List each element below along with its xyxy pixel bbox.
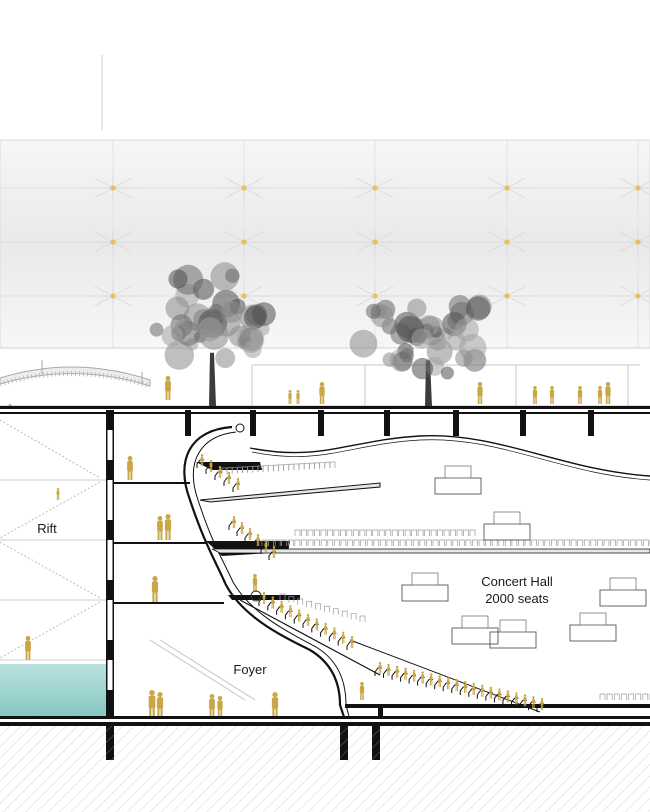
person-figure-icon bbox=[472, 683, 475, 695]
stage-platform-icon bbox=[484, 512, 530, 540]
person-figure-icon bbox=[296, 390, 299, 404]
person-figure-icon bbox=[598, 386, 602, 404]
person-figure-icon bbox=[237, 478, 240, 490]
stage-platform-icon bbox=[452, 616, 498, 644]
person-figure-icon bbox=[447, 677, 450, 689]
stage-platform-icon bbox=[435, 466, 481, 494]
person-figure-icon bbox=[481, 685, 484, 697]
rift-atrium bbox=[0, 414, 106, 720]
seat-row-icon bbox=[600, 694, 650, 700]
person-figure-icon bbox=[228, 472, 231, 484]
person-figure-icon bbox=[271, 596, 274, 608]
person-figure-icon bbox=[233, 516, 236, 528]
person-figure-icon bbox=[272, 692, 278, 718]
person-figure-icon bbox=[477, 382, 482, 404]
person-figure-icon bbox=[541, 698, 544, 710]
tree-icon bbox=[350, 295, 492, 407]
person-figure-icon bbox=[379, 662, 382, 674]
person-figure-icon bbox=[533, 386, 537, 404]
person-figure-icon bbox=[506, 690, 509, 702]
canopy-node-icon bbox=[87, 282, 139, 310]
person-figure-icon bbox=[165, 376, 171, 400]
person-figure-icon bbox=[351, 636, 354, 648]
person-figure-icon bbox=[578, 386, 582, 404]
stage-platform-icon bbox=[402, 573, 448, 601]
person-figure-icon bbox=[127, 456, 133, 480]
person-figure-icon bbox=[219, 466, 222, 478]
seat-row-icon bbox=[295, 530, 475, 536]
person-figure-icon bbox=[249, 528, 252, 540]
person-figure-icon bbox=[421, 671, 424, 683]
canopy-node-icon bbox=[481, 228, 533, 256]
person-figure-icon bbox=[605, 382, 610, 404]
person-figure-icon bbox=[209, 694, 215, 718]
person-figure-icon bbox=[342, 632, 345, 644]
person-figure-icon bbox=[324, 623, 327, 635]
person-figure-icon bbox=[360, 682, 364, 700]
person-figure-icon bbox=[241, 522, 244, 534]
canopy-node-icon bbox=[218, 228, 270, 256]
person-figure-icon bbox=[157, 516, 163, 540]
person-figure-icon bbox=[387, 664, 390, 676]
person-figure-icon bbox=[333, 627, 336, 639]
seat-row-icon bbox=[262, 540, 650, 546]
hall-floor bbox=[345, 704, 650, 708]
person-figure-icon bbox=[280, 601, 283, 613]
label-rift: Rift bbox=[22, 520, 72, 537]
ground-soil bbox=[0, 726, 650, 812]
person-figure-icon bbox=[149, 690, 156, 718]
person-figure-icon bbox=[455, 679, 458, 691]
person-figure-icon bbox=[217, 696, 222, 718]
label-concert-hall: Concert Hall 2000 seats bbox=[462, 573, 572, 607]
person-figure-icon bbox=[152, 576, 158, 602]
person-figure-icon bbox=[307, 614, 310, 626]
label-concert-hall-name: Concert Hall bbox=[462, 573, 572, 590]
stage-platform-icon bbox=[600, 578, 646, 606]
person-figure-icon bbox=[165, 514, 171, 540]
canopy-node-icon bbox=[87, 174, 139, 202]
stage-platform-icon bbox=[570, 613, 616, 641]
label-concert-hall-seats: 2000 seats bbox=[462, 590, 572, 607]
label-foyer: Foyer bbox=[215, 661, 285, 678]
person-figure-icon bbox=[464, 681, 467, 693]
person-figure-icon bbox=[288, 390, 291, 404]
person-figure-icon bbox=[489, 687, 492, 699]
person-figure-icon bbox=[289, 605, 292, 617]
person-figure-icon bbox=[253, 574, 257, 592]
person-figure-icon bbox=[319, 382, 324, 404]
person-figure-icon bbox=[498, 689, 501, 701]
person-figure-icon bbox=[298, 610, 301, 622]
stage-platforms bbox=[402, 466, 646, 648]
person-figure-icon bbox=[210, 460, 213, 472]
canopy-node-icon bbox=[481, 174, 533, 202]
person-figure-icon bbox=[273, 546, 276, 558]
person-figure-icon bbox=[263, 592, 266, 604]
person-figure-icon bbox=[550, 386, 554, 404]
canopy-node-icon bbox=[87, 228, 139, 256]
canopy-node-icon bbox=[218, 174, 270, 202]
person-figure-icon bbox=[157, 692, 163, 718]
person-figure-icon bbox=[515, 692, 518, 704]
person-figure-icon bbox=[413, 670, 416, 682]
person-figure-icon bbox=[404, 668, 407, 680]
canopy-node-icon bbox=[349, 174, 401, 202]
canopy-node-icon bbox=[349, 228, 401, 256]
person-figure-icon bbox=[315, 618, 318, 630]
ground-slab-gap bbox=[0, 409, 650, 412]
person-figure-icon bbox=[430, 673, 433, 685]
person-figure-icon bbox=[438, 675, 441, 687]
footbridge bbox=[0, 360, 150, 386]
canopy-roof bbox=[0, 140, 650, 348]
person-figure-icon bbox=[396, 666, 399, 678]
base-slab-gap bbox=[0, 719, 650, 722]
